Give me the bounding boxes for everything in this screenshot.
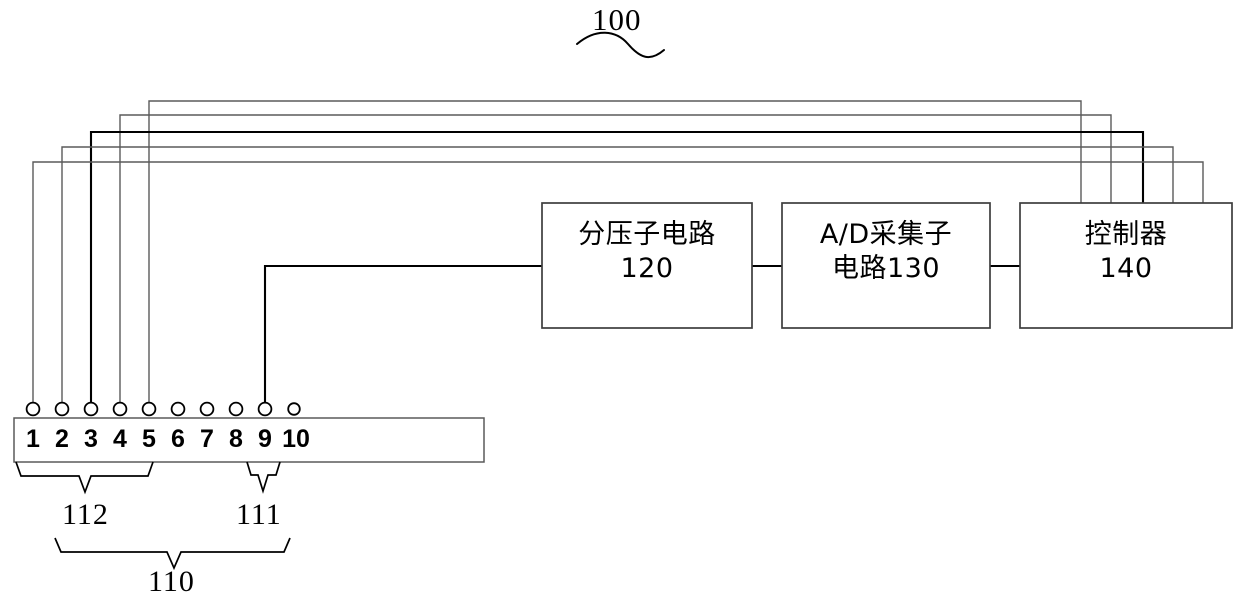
- wire-terminal-5-to-controller: [148, 100, 1082, 404]
- terminal-circle-9[interactable]: [257, 401, 273, 417]
- terminal-number-2: 2: [55, 425, 69, 453]
- wire-terminal-1-to-controller: [32, 161, 1204, 404]
- terminal-number-6: 6: [171, 425, 185, 453]
- terminal-circle-6[interactable]: [170, 401, 186, 417]
- terminal-number-5: 5: [142, 425, 156, 453]
- figure-number-label: 100: [592, 2, 642, 37]
- brace-group-112: [15, 461, 154, 495]
- group-ref-110: 110: [148, 565, 195, 598]
- group-ref-112: 112: [62, 498, 109, 531]
- terminal-circle-10[interactable]: [287, 402, 301, 416]
- terminal-number-8: 8: [229, 425, 243, 453]
- terminal-circle-7[interactable]: [199, 401, 215, 417]
- wire-terminal-9-to-divider: [263, 264, 542, 404]
- terminal-circle-5[interactable]: [141, 401, 157, 417]
- brace-group-111: [246, 461, 281, 494]
- block-controller[interactable]: [1019, 202, 1233, 329]
- terminal-circle-8[interactable]: [228, 401, 244, 417]
- terminal-circle-4[interactable]: [112, 401, 128, 417]
- wavy-leader-line-icon: [576, 31, 665, 59]
- terminal-number-1: 1: [26, 425, 40, 453]
- terminal-circle-1[interactable]: [25, 401, 41, 417]
- block-ad-acquisition-subcircuit[interactable]: [781, 202, 991, 329]
- terminal-number-3: 3: [84, 425, 98, 453]
- terminal-circle-3[interactable]: [83, 401, 99, 417]
- group-ref-111: 111: [236, 498, 282, 531]
- block-divider-subcircuit[interactable]: [541, 202, 753, 329]
- terminal-strip-body[interactable]: [13, 417, 485, 463]
- brace-group-110: [54, 537, 291, 571]
- terminal-number-4: 4: [113, 425, 127, 453]
- wire-terminal-2-to-controller: [61, 146, 1174, 404]
- terminal-number-7: 7: [200, 425, 214, 453]
- terminal-number-10: 10: [282, 425, 310, 453]
- terminal-circle-2[interactable]: [54, 401, 70, 417]
- wire-terminal-4-to-controller: [119, 114, 1112, 404]
- terminal-number-9: 9: [258, 425, 272, 453]
- wire-terminal-3-to-controller: [89, 130, 1145, 404]
